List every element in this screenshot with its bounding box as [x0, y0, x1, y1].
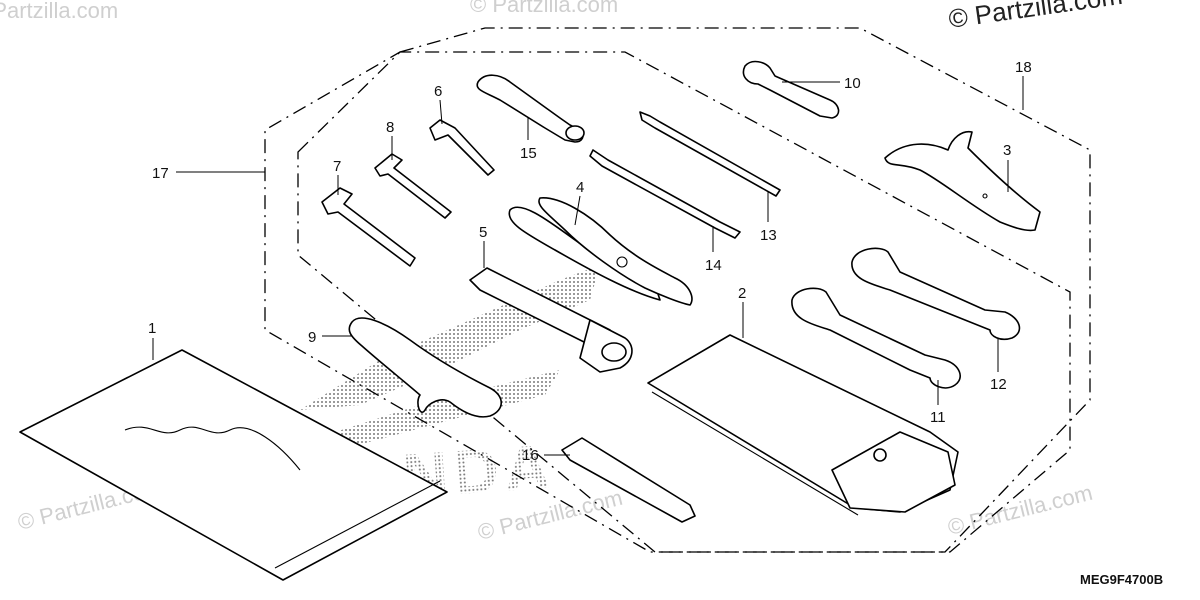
part-10-small-wrench	[742, 60, 840, 119]
part-12-open-end-wrench	[851, 247, 1021, 341]
callout-9: 9	[308, 329, 316, 346]
part-8-hex-key	[374, 153, 452, 219]
callout-labels: 1 2 3 4 5 6 7 8 9 10 11 12 13 14 15 16 1…	[148, 59, 1032, 464]
watermark-top-left: © Partzilla.com	[0, 0, 118, 23]
part-11-open-end-wrench	[791, 287, 961, 389]
part-16-extension-grip	[561, 437, 696, 523]
part-7-hex-key	[321, 187, 416, 267]
callout-6: 6	[434, 83, 442, 100]
callout-8: 8	[386, 119, 394, 136]
part-14-screwdriver	[589, 149, 741, 239]
part-4-pliers	[508, 197, 693, 306]
callout-10: 10	[844, 75, 861, 92]
part-3-pin-spanner	[884, 130, 1041, 232]
callout-2: 2	[738, 285, 746, 302]
callout-1: 1	[148, 320, 156, 337]
callout-3: 3	[1003, 142, 1011, 159]
part-9-hook-spanner	[348, 317, 503, 418]
callout-5: 5	[479, 224, 487, 241]
callout-7: 7	[333, 158, 341, 175]
watermark-top-center: © Partzilla.com	[470, 0, 618, 17]
part-5-box-wrench	[469, 267, 633, 373]
callout-18: 18	[1015, 59, 1032, 76]
part-6-hex-key	[429, 119, 495, 176]
leader-lines	[152, 76, 1024, 456]
outer-kit-boundary	[264, 27, 1091, 553]
part-13-screwdriver	[639, 111, 781, 197]
part-1-owners-manual	[19, 349, 448, 581]
callout-11: 11	[930, 409, 946, 426]
watermark-bottom-right: © Partzilla.com	[945, 480, 1095, 540]
callout-16: 16	[522, 447, 539, 464]
callout-15: 15	[520, 145, 537, 162]
callout-12: 12	[990, 376, 1007, 393]
watermark-top-right: © Partzilla.com	[947, 0, 1125, 34]
callout-13: 13	[760, 227, 777, 244]
part-2-tool-bag	[647, 334, 959, 516]
part-15-screwdriver-handle	[476, 74, 585, 143]
callout-17: 17	[152, 165, 169, 182]
callout-14: 14	[705, 257, 722, 274]
diagram-code: MEG9F4700B	[1080, 572, 1163, 587]
callout-4: 4	[576, 179, 584, 196]
